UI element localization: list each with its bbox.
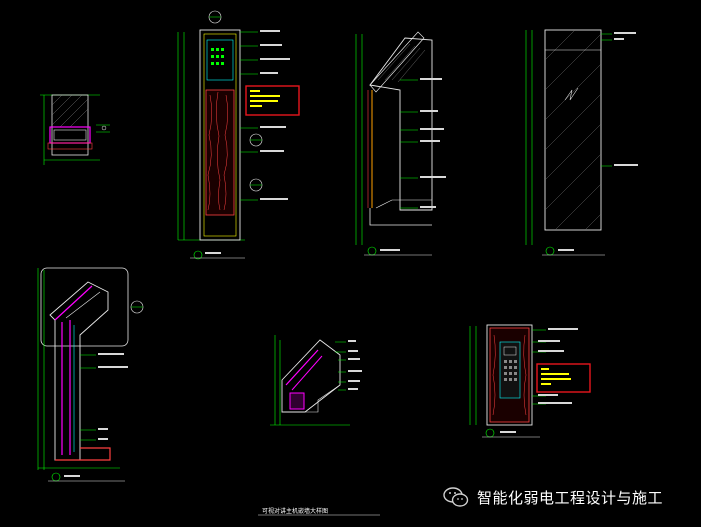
detail-back-elevation bbox=[525, 29, 638, 256]
detail-angled-section bbox=[270, 335, 362, 426]
detail-small-section bbox=[40, 94, 110, 165]
detail-side-section bbox=[355, 31, 446, 256]
watermark: 智能化弱电工程设计与施工 bbox=[443, 486, 663, 508]
sheet-title: 可视对讲主机嵌墙大样图 bbox=[262, 508, 329, 515]
detail-front-panel bbox=[469, 324, 591, 438]
wechat-icon bbox=[443, 487, 469, 507]
detail-large-section bbox=[37, 267, 144, 482]
watermark-text: 智能化弱电工程设计与施工 bbox=[477, 488, 664, 507]
detail-front-elevation bbox=[177, 10, 300, 260]
